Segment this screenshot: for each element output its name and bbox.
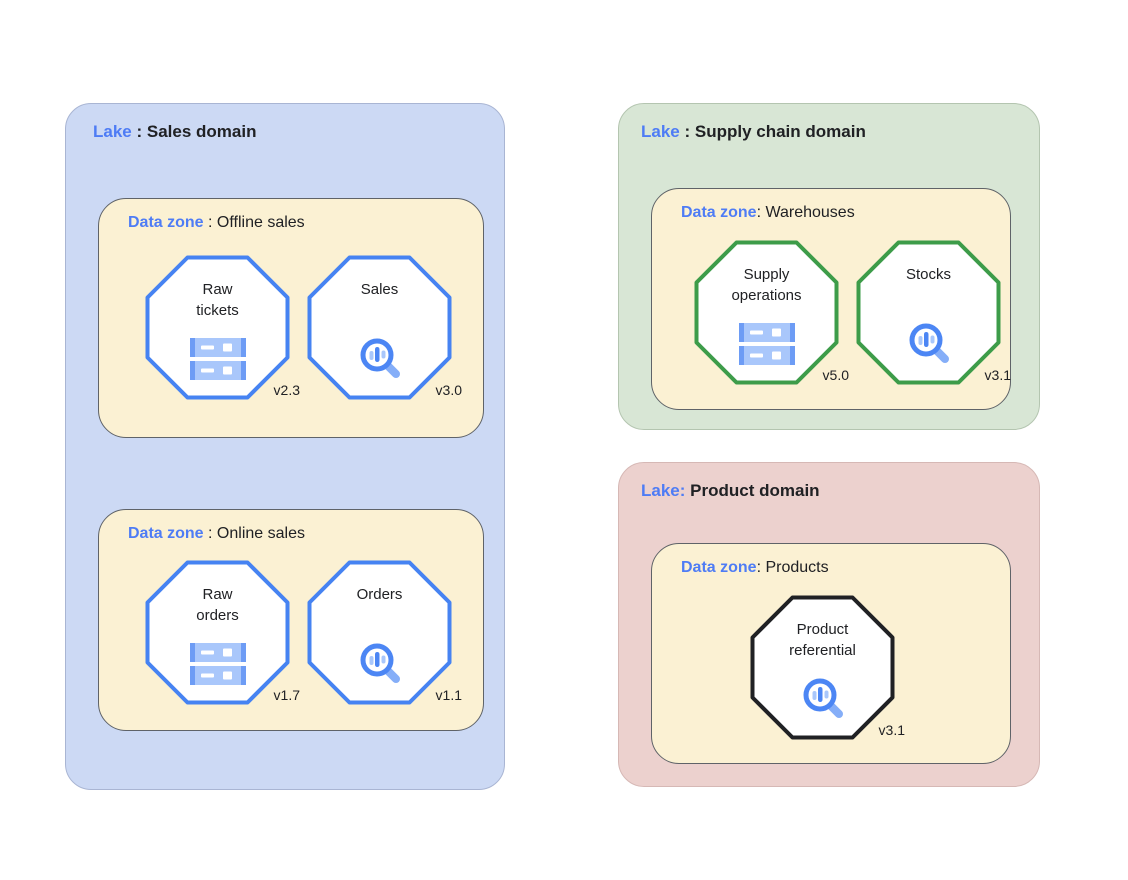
octagon-shape <box>307 560 452 705</box>
octagon-shape <box>307 255 452 400</box>
zone-title-separator: : <box>756 559 766 576</box>
lake-title-prefix: Lake: <box>641 481 686 500</box>
asset-name: Stocks <box>905 266 951 283</box>
lake-title-name: Sales domain <box>146 122 257 141</box>
lake-title-separator: : <box>131 122 147 141</box>
zone-title: Data zone: Warehouses <box>681 204 855 222</box>
asset-version: v3.1 <box>878 722 905 738</box>
asset-raw-orders: Raw orders v1.7 <box>145 560 300 705</box>
asset-row: Product referential v3.1 <box>750 595 905 740</box>
server-icon <box>694 318 839 370</box>
lake-title-separator: : <box>679 122 695 141</box>
zone-title-name: Offline sales <box>216 214 305 231</box>
search-chart-icon <box>307 638 452 690</box>
lake-title: Lake : Supply chain domain <box>641 122 866 142</box>
asset-version: v3.0 <box>435 382 462 398</box>
zone-online-sales: Data zone : Online sales Raw orders v1.7 <box>98 509 484 731</box>
asset-raw-tickets: Raw tickets v2.3 <box>145 255 300 400</box>
lake-product-domain: Lake: Product domain Data zone: Products… <box>618 462 1040 787</box>
zone-products: Data zone: Products Product referential <box>651 543 1011 764</box>
zone-offline-sales: Data zone : Offline sales Raw tickets v2… <box>98 198 484 438</box>
zone-title: Data zone: Products <box>681 559 829 577</box>
asset-version: v3.1 <box>984 367 1011 383</box>
asset-row: Supply operations v5.0 Stocks <box>694 240 1011 385</box>
asset-orders: Orders v1.1 <box>307 560 462 705</box>
octagon-shape <box>145 255 290 400</box>
lake-title-name: Product domain <box>690 481 820 500</box>
octagon-shape <box>145 560 290 705</box>
lake-title: Lake : Sales domain <box>93 122 256 142</box>
asset-version: v1.1 <box>435 687 462 703</box>
asset-row: Raw orders v1.7 Orders <box>145 560 462 705</box>
zone-title-prefix: Data zone <box>681 204 757 221</box>
zone-warehouses: Data zone: Warehouses Supply operations … <box>651 188 1011 410</box>
asset-supply-operations: Supply operations v5.0 <box>694 240 849 385</box>
server-icon <box>145 333 290 385</box>
zone-title-name: Online sales <box>216 525 305 542</box>
lake-title-name: Supply chain domain <box>694 122 866 141</box>
asset-sales: Sales v3.0 <box>307 255 462 400</box>
octagon-shape <box>750 595 895 740</box>
zone-title-prefix: Data zone <box>681 559 757 576</box>
zone-title-prefix: Data zone <box>128 525 204 542</box>
octagon-shape <box>694 240 839 385</box>
octagon-shape <box>856 240 1001 385</box>
zone-title: Data zone : Online sales <box>128 525 305 543</box>
zone-title-separator: : <box>203 214 217 231</box>
zone-title-name: Products <box>765 559 829 576</box>
asset-version: v2.3 <box>273 382 300 398</box>
lake-title-prefix: Lake <box>93 122 132 141</box>
zone-title-name: Warehouses <box>765 204 855 221</box>
asset-version: v1.7 <box>273 687 300 703</box>
search-chart-icon <box>750 673 895 725</box>
zone-title-separator: : <box>203 525 217 542</box>
asset-row: Raw tickets v2.3 Sales <box>145 255 462 400</box>
search-chart-icon <box>307 333 452 385</box>
asset-name: Raw orders <box>196 586 239 624</box>
zone-title-prefix: Data zone <box>128 214 204 231</box>
lake-title-prefix: Lake <box>641 122 680 141</box>
lake-title: Lake: Product domain <box>641 481 820 501</box>
asset-name: Sales <box>360 281 399 298</box>
asset-product-referential: Product referential v3.1 <box>750 595 905 740</box>
asset-name: Supply operations <box>731 266 802 304</box>
asset-name: Product referential <box>789 621 856 659</box>
asset-name: Orders <box>356 586 403 603</box>
zone-title: Data zone : Offline sales <box>128 214 305 232</box>
search-chart-icon <box>856 318 1001 370</box>
server-icon <box>145 638 290 690</box>
lake-sales-domain: Lake : Sales domain Data zone : Offline … <box>65 103 505 790</box>
asset-name: Raw tickets <box>196 281 239 319</box>
zone-title-separator: : <box>756 204 766 221</box>
asset-stocks: Stocks v3.1 <box>856 240 1011 385</box>
lake-supply-chain-domain: Lake : Supply chain domain Data zone: Wa… <box>618 103 1040 430</box>
asset-version: v5.0 <box>822 367 849 383</box>
